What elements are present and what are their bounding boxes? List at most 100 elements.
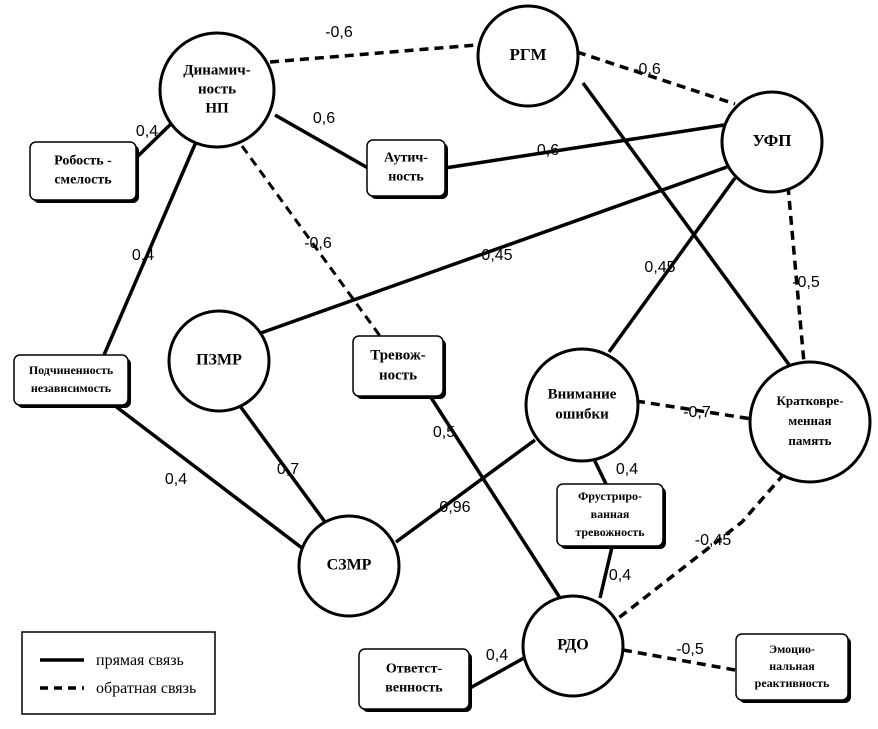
node-emoc-text: Эмоцио- bbox=[769, 642, 815, 656]
edge-podch-szmr bbox=[112, 403, 304, 550]
node-krat: Кратковре-менная память bbox=[748, 360, 872, 484]
edge-label-podch-szmr: 0,4 bbox=[165, 471, 187, 488]
edge-label-frust-rdo: 0,4 bbox=[609, 567, 631, 584]
node-emoc-text: реактивность bbox=[755, 676, 830, 690]
edge-dyn-robost bbox=[136, 118, 177, 158]
node-trevozh-text: ность bbox=[379, 367, 417, 383]
edge-label-dyn-trevozh: -0,6 bbox=[304, 235, 332, 252]
node-pzmr-text: ПЗМР bbox=[196, 352, 242, 369]
node-vnim-circle bbox=[524, 347, 640, 463]
node-trevozh-box bbox=[352, 335, 444, 397]
legend-inverse-label: обратная связь bbox=[96, 680, 196, 697]
node-frust-box bbox=[556, 483, 664, 547]
edge-szmr-vnim bbox=[394, 438, 537, 544]
edge-label-trevozh-rdo: 0,5 bbox=[433, 424, 455, 441]
node-dyn-text: НП bbox=[205, 100, 229, 116]
edge-ufp-vnim bbox=[607, 176, 737, 354]
edge-vnim-krat bbox=[635, 399, 753, 421]
edge-label-krat-rdo: -0,45 bbox=[695, 532, 732, 549]
edge-label-dyn-autich: 0,6 bbox=[313, 110, 335, 127]
node-rdo: РДО bbox=[521, 594, 625, 698]
edge-label-rgm-ufp: -0,6 bbox=[633, 61, 661, 78]
node-trevozh: Тревож-ность bbox=[352, 335, 446, 399]
edge-label-ufp-krat: -0,5 bbox=[792, 274, 820, 291]
node-vnim: Внимание ошибки bbox=[524, 347, 640, 463]
node-robost-text: Робость - bbox=[54, 154, 112, 169]
edge-rgm-krat bbox=[581, 81, 792, 368]
node-frust-text: ванная bbox=[591, 507, 630, 521]
node-trevozh-text: Тревож- bbox=[370, 347, 425, 363]
node-ufp-text: УФП bbox=[752, 131, 791, 150]
node-otvet-text: венность bbox=[385, 681, 443, 696]
node-szmr-circle bbox=[297, 514, 401, 618]
edge-label-rdo-emoc: -0,5 bbox=[676, 641, 704, 658]
node-krat-text: менная bbox=[788, 413, 831, 428]
edge-autich-ufp bbox=[444, 123, 725, 170]
node-krat-text: Кратковре- bbox=[776, 393, 843, 408]
edge-label-ufp-vnim: 0,45 bbox=[644, 259, 675, 276]
node-rgm-text: РГМ bbox=[509, 45, 546, 64]
node-rdo-circle bbox=[521, 594, 625, 698]
edge-labels-layer: -0,6-0,60,60,60,40,4-0,60,450,45-0,5-0,7… bbox=[132, 24, 820, 664]
edge-rdo-otvet bbox=[469, 656, 525, 690]
node-emoc-box bbox=[735, 633, 849, 701]
node-rgm-circle bbox=[476, 4, 580, 108]
edge-dyn-autich bbox=[274, 113, 369, 170]
node-pzmr-circle bbox=[167, 309, 271, 413]
node-podch-text: Подчиненность bbox=[29, 363, 114, 377]
edge-trevozh-rdo bbox=[428, 395, 562, 599]
edge-ufp-pzmr bbox=[257, 165, 728, 336]
legend-direct-label: прямая связь bbox=[96, 652, 184, 669]
node-rdo-text: РДО bbox=[557, 637, 589, 654]
edge-label-vnim-frust: 0,4 bbox=[616, 461, 638, 478]
node-autich-text: ность bbox=[388, 170, 424, 185]
node-szmr: СЗМР bbox=[297, 514, 401, 618]
node-vnim-text: Внимание bbox=[548, 386, 617, 402]
edge-label-rdo-otvet: 0,4 bbox=[486, 647, 508, 664]
node-szmr-text: СЗМР bbox=[327, 557, 372, 574]
node-otvet-text: Ответст- bbox=[386, 662, 443, 677]
edge-label-dyn-robost: 0,4 bbox=[136, 123, 158, 140]
node-ufp: УФП bbox=[720, 90, 824, 194]
node-autich-text: Аутич- bbox=[384, 151, 428, 166]
edge-label-dyn-rgm: -0,6 bbox=[325, 24, 353, 41]
edge-dyn-podch bbox=[102, 141, 198, 356]
node-krat-text: память bbox=[788, 433, 831, 448]
node-robost: Робость - смелость bbox=[29, 141, 139, 203]
node-pzmr: ПЗМР bbox=[167, 309, 271, 413]
edge-frust-rdo bbox=[598, 546, 614, 599]
node-robost-text: смелость bbox=[54, 173, 112, 188]
edge-label-ufp-pzmr: 0,45 bbox=[481, 247, 512, 264]
node-podch: Подчиненность независимость bbox=[13, 354, 131, 408]
node-krat-circle bbox=[748, 360, 872, 484]
node-frust-text: тревожность bbox=[575, 525, 645, 539]
edge-krat-rdo bbox=[614, 472, 786, 622]
node-robost-box bbox=[29, 141, 137, 201]
node-otvet: Ответст-венность bbox=[358, 648, 472, 712]
node-podch-text: независимость bbox=[31, 381, 112, 395]
edge-dyn-trevozh bbox=[240, 145, 382, 337]
edge-label-pzmr-szmr: 0,7 bbox=[277, 461, 299, 478]
node-rgm: РГМ bbox=[476, 4, 580, 108]
edge-rgm-ufp bbox=[576, 50, 736, 106]
edges-layer bbox=[102, 43, 806, 690]
legend-frame bbox=[21, 631, 216, 715]
edge-pzmr-szmr bbox=[238, 404, 327, 524]
node-podch-box bbox=[13, 354, 129, 406]
node-ufp-circle bbox=[720, 90, 824, 194]
node-otvet-box bbox=[358, 648, 470, 710]
edge-dyn-rgm bbox=[269, 43, 477, 64]
edge-label-szmr-vnim: 0,96 bbox=[439, 499, 470, 516]
edge-rdo-emoc bbox=[622, 648, 736, 672]
node-autich: Аутич-ность bbox=[366, 139, 448, 199]
node-vnim-text: ошибки bbox=[555, 406, 609, 422]
node-dyn-circle bbox=[158, 31, 276, 149]
edge-label-autich-ufp: 0,6 bbox=[537, 142, 559, 159]
node-autich-box bbox=[366, 139, 446, 197]
legend: прямая связь обратная связь bbox=[21, 631, 216, 715]
